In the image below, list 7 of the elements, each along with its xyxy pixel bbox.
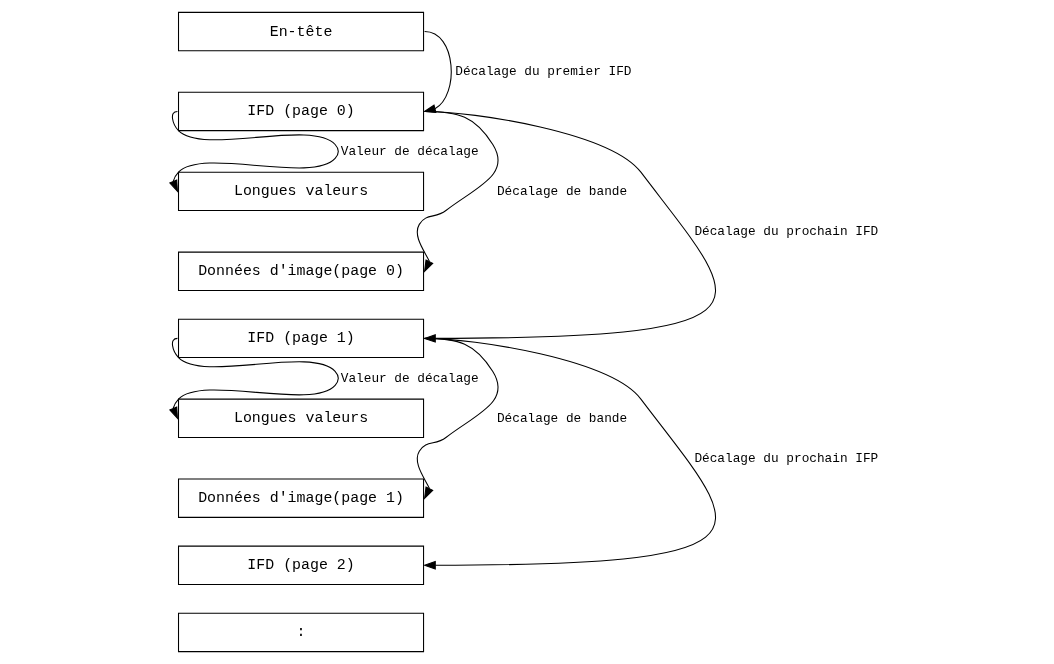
edge-label: Décalage de bande: [496, 410, 627, 426]
edge-label: Décalage du prochain IFP: [693, 450, 878, 466]
edge-label: Décalage de bande: [496, 183, 627, 199]
edge-label: Décalage du premier IFD: [454, 63, 632, 79]
edge-label: Valeur de décalage: [340, 370, 479, 386]
edge-label: Décalage du prochain IFD: [693, 223, 878, 239]
edge-label: Valeur de décalage: [340, 143, 479, 159]
